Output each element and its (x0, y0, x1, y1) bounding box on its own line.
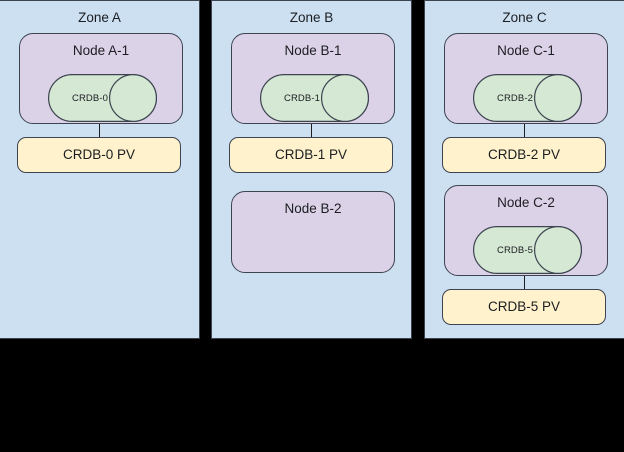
node-b-2: Node B-2 (231, 191, 395, 273)
connector-crdb-5 (524, 276, 525, 289)
cylinder-crdb-1: CRDB-1 (260, 74, 369, 122)
zone-b: Zone B Node B-1 CRDB-1 CRDB-1 PV Node B-… (211, 0, 412, 339)
pv-crdb-1: CRDB-1 PV (229, 137, 393, 173)
pv-crdb-2-label: CRDB-2 PV (487, 147, 560, 162)
node-c-2: Node C-2 CRDB-5 (444, 185, 608, 276)
cylinder-crdb-2: CRDB-2 (473, 74, 582, 122)
pv-crdb-0: CRDB-0 PV (17, 137, 181, 173)
zone-c-title: Zone C (502, 10, 547, 25)
zone-b-title: Zone B (289, 10, 334, 25)
connector-crdb-0 (99, 124, 100, 137)
zone-c: Zone C Node C-1 CRDB-2 CRDB-2 PV Node C-… (424, 0, 624, 339)
node-b-2-title: Node B-2 (284, 201, 342, 216)
connector-crdb-1 (311, 124, 312, 137)
zone-a-title: Zone A (78, 10, 121, 25)
node-c-2-title: Node C-2 (497, 195, 555, 210)
pv-crdb-2: CRDB-2 PV (442, 137, 606, 173)
pv-crdb-5-label: CRDB-5 PV (487, 299, 560, 314)
node-a-1: Node A-1 CRDB-0 (19, 33, 183, 124)
node-c-1: Node C-1 CRDB-2 (444, 33, 608, 124)
node-b-1-title: Node B-1 (284, 43, 342, 58)
connector-crdb-2 (524, 124, 525, 137)
pv-crdb-5: CRDB-5 PV (442, 289, 606, 325)
node-b-1: Node B-1 CRDB-1 (231, 33, 395, 124)
node-c-1-title: Node C-1 (497, 43, 555, 58)
cylinder-crdb-0: CRDB-0 (48, 74, 157, 122)
cylinder-crdb-5: CRDB-5 (473, 226, 582, 274)
pv-crdb-1-label: CRDB-1 PV (274, 147, 347, 162)
zone-a: Zone A Node A-1 CRDB-0 CRDB-0 PV (0, 0, 200, 339)
pv-crdb-0-label: CRDB-0 PV (62, 147, 135, 162)
node-a-1-title: Node A-1 (72, 43, 130, 58)
